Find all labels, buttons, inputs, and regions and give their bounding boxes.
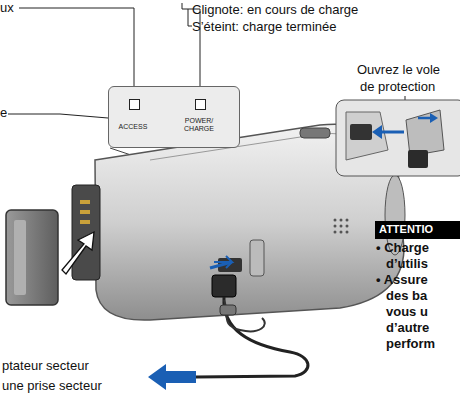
instruction-text: Ouvrez le vole <box>357 62 440 78</box>
indicator-label: POWER/ CHARGE <box>179 117 219 132</box>
fragment-text: ux <box>0 0 14 16</box>
dc-cable <box>148 256 308 390</box>
caution-text: d’utilis <box>386 256 428 272</box>
caution-text: d’autre <box>386 320 429 336</box>
battery <box>6 210 94 305</box>
indicator-label: ACCESS <box>115 123 151 131</box>
caution-text: • Charge <box>376 240 429 256</box>
caution-text: des ba <box>386 288 427 304</box>
caution-text: perform <box>386 336 435 352</box>
caution-heading: ATTENTIO <box>379 222 456 236</box>
caution-text: vous u <box>386 304 428 320</box>
connector-inset <box>336 100 460 176</box>
led-indicator <box>195 99 206 110</box>
caution-text: • Assure <box>376 272 428 288</box>
adapter-note: ptateur secteur <box>2 358 89 374</box>
indicator-note: S’éteint: charge terminée <box>192 19 337 35</box>
led-indicator <box>129 99 140 110</box>
indicator-panel: ACCESS POWER/ CHARGE <box>108 86 240 148</box>
adapter-note: une prise secteur <box>2 378 102 394</box>
fragment-text: e <box>0 105 7 121</box>
caution-banner: ATTENTIO <box>375 221 460 239</box>
instruction-text: de protection <box>360 79 435 95</box>
indicator-note: Clignote: en cours de charge <box>192 2 358 18</box>
